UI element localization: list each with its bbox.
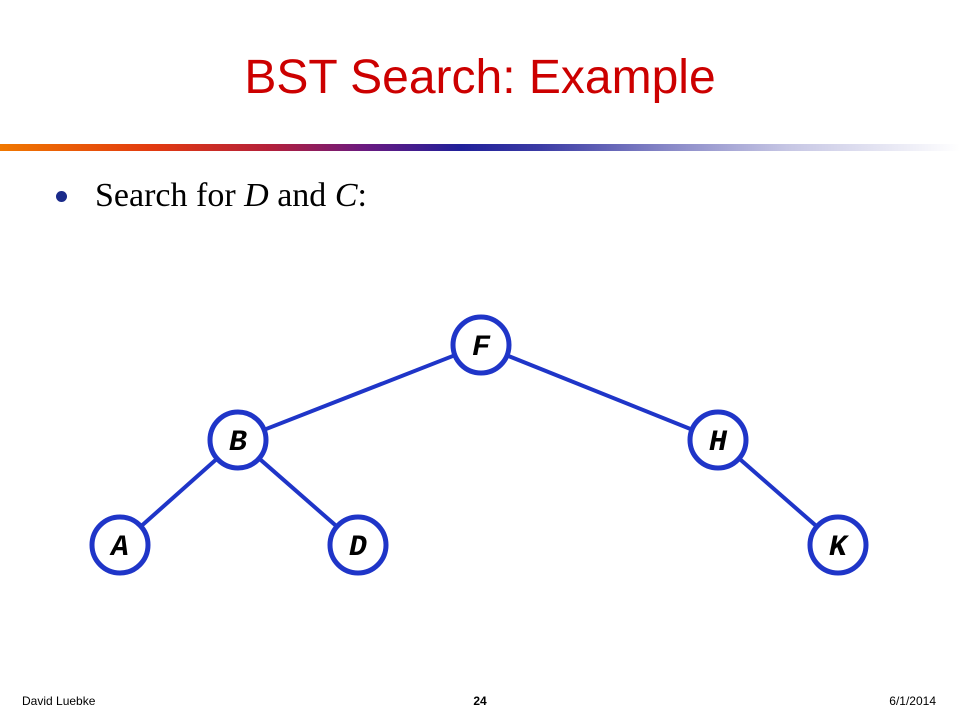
tree-edges <box>139 353 819 529</box>
bullet-suffix: : <box>357 177 367 214</box>
node-circle <box>327 514 389 576</box>
tree-node-A: A <box>89 514 151 576</box>
node-label: D <box>349 531 367 565</box>
bullet-middle: and <box>268 177 335 214</box>
node-label: K <box>829 531 850 565</box>
edge-F-B <box>263 353 456 432</box>
slide-title: BST Search: Example <box>244 51 716 104</box>
edge-B-A <box>139 457 219 528</box>
edge-B-D <box>257 456 339 529</box>
footer-date: 6/1/2014 <box>889 694 936 708</box>
node-label: F <box>472 331 491 365</box>
bullet-key-first: D <box>244 177 269 214</box>
title-divider <box>0 144 960 151</box>
node-circle <box>450 314 512 376</box>
node-label: H <box>709 426 728 460</box>
tree-node-F: F <box>450 314 512 376</box>
tree-node-B: B <box>207 409 269 471</box>
node-label: A <box>109 531 129 565</box>
node-circle <box>89 514 151 576</box>
tree-node-K: K <box>807 514 869 576</box>
bullet-text: Search for D and C: <box>95 177 367 215</box>
node-circle <box>807 514 869 576</box>
node-label: B <box>229 426 247 460</box>
bullet-key-second: C <box>334 177 358 214</box>
footer-author: David Luebke <box>22 694 96 708</box>
tree-node-D: D <box>327 514 389 576</box>
tree-node-H: H <box>687 409 749 471</box>
node-circle <box>207 409 269 471</box>
tree-nodes: F B H A D K <box>89 314 869 576</box>
edge-H-K <box>737 456 819 529</box>
node-circle <box>687 409 749 471</box>
footer-page-number: 24 <box>473 694 487 708</box>
bullet-dot-icon <box>56 190 67 202</box>
bullet-item: Search for D and C: <box>56 172 367 220</box>
edge-F-H <box>506 353 693 432</box>
bullet-prefix: Search for <box>95 177 245 214</box>
